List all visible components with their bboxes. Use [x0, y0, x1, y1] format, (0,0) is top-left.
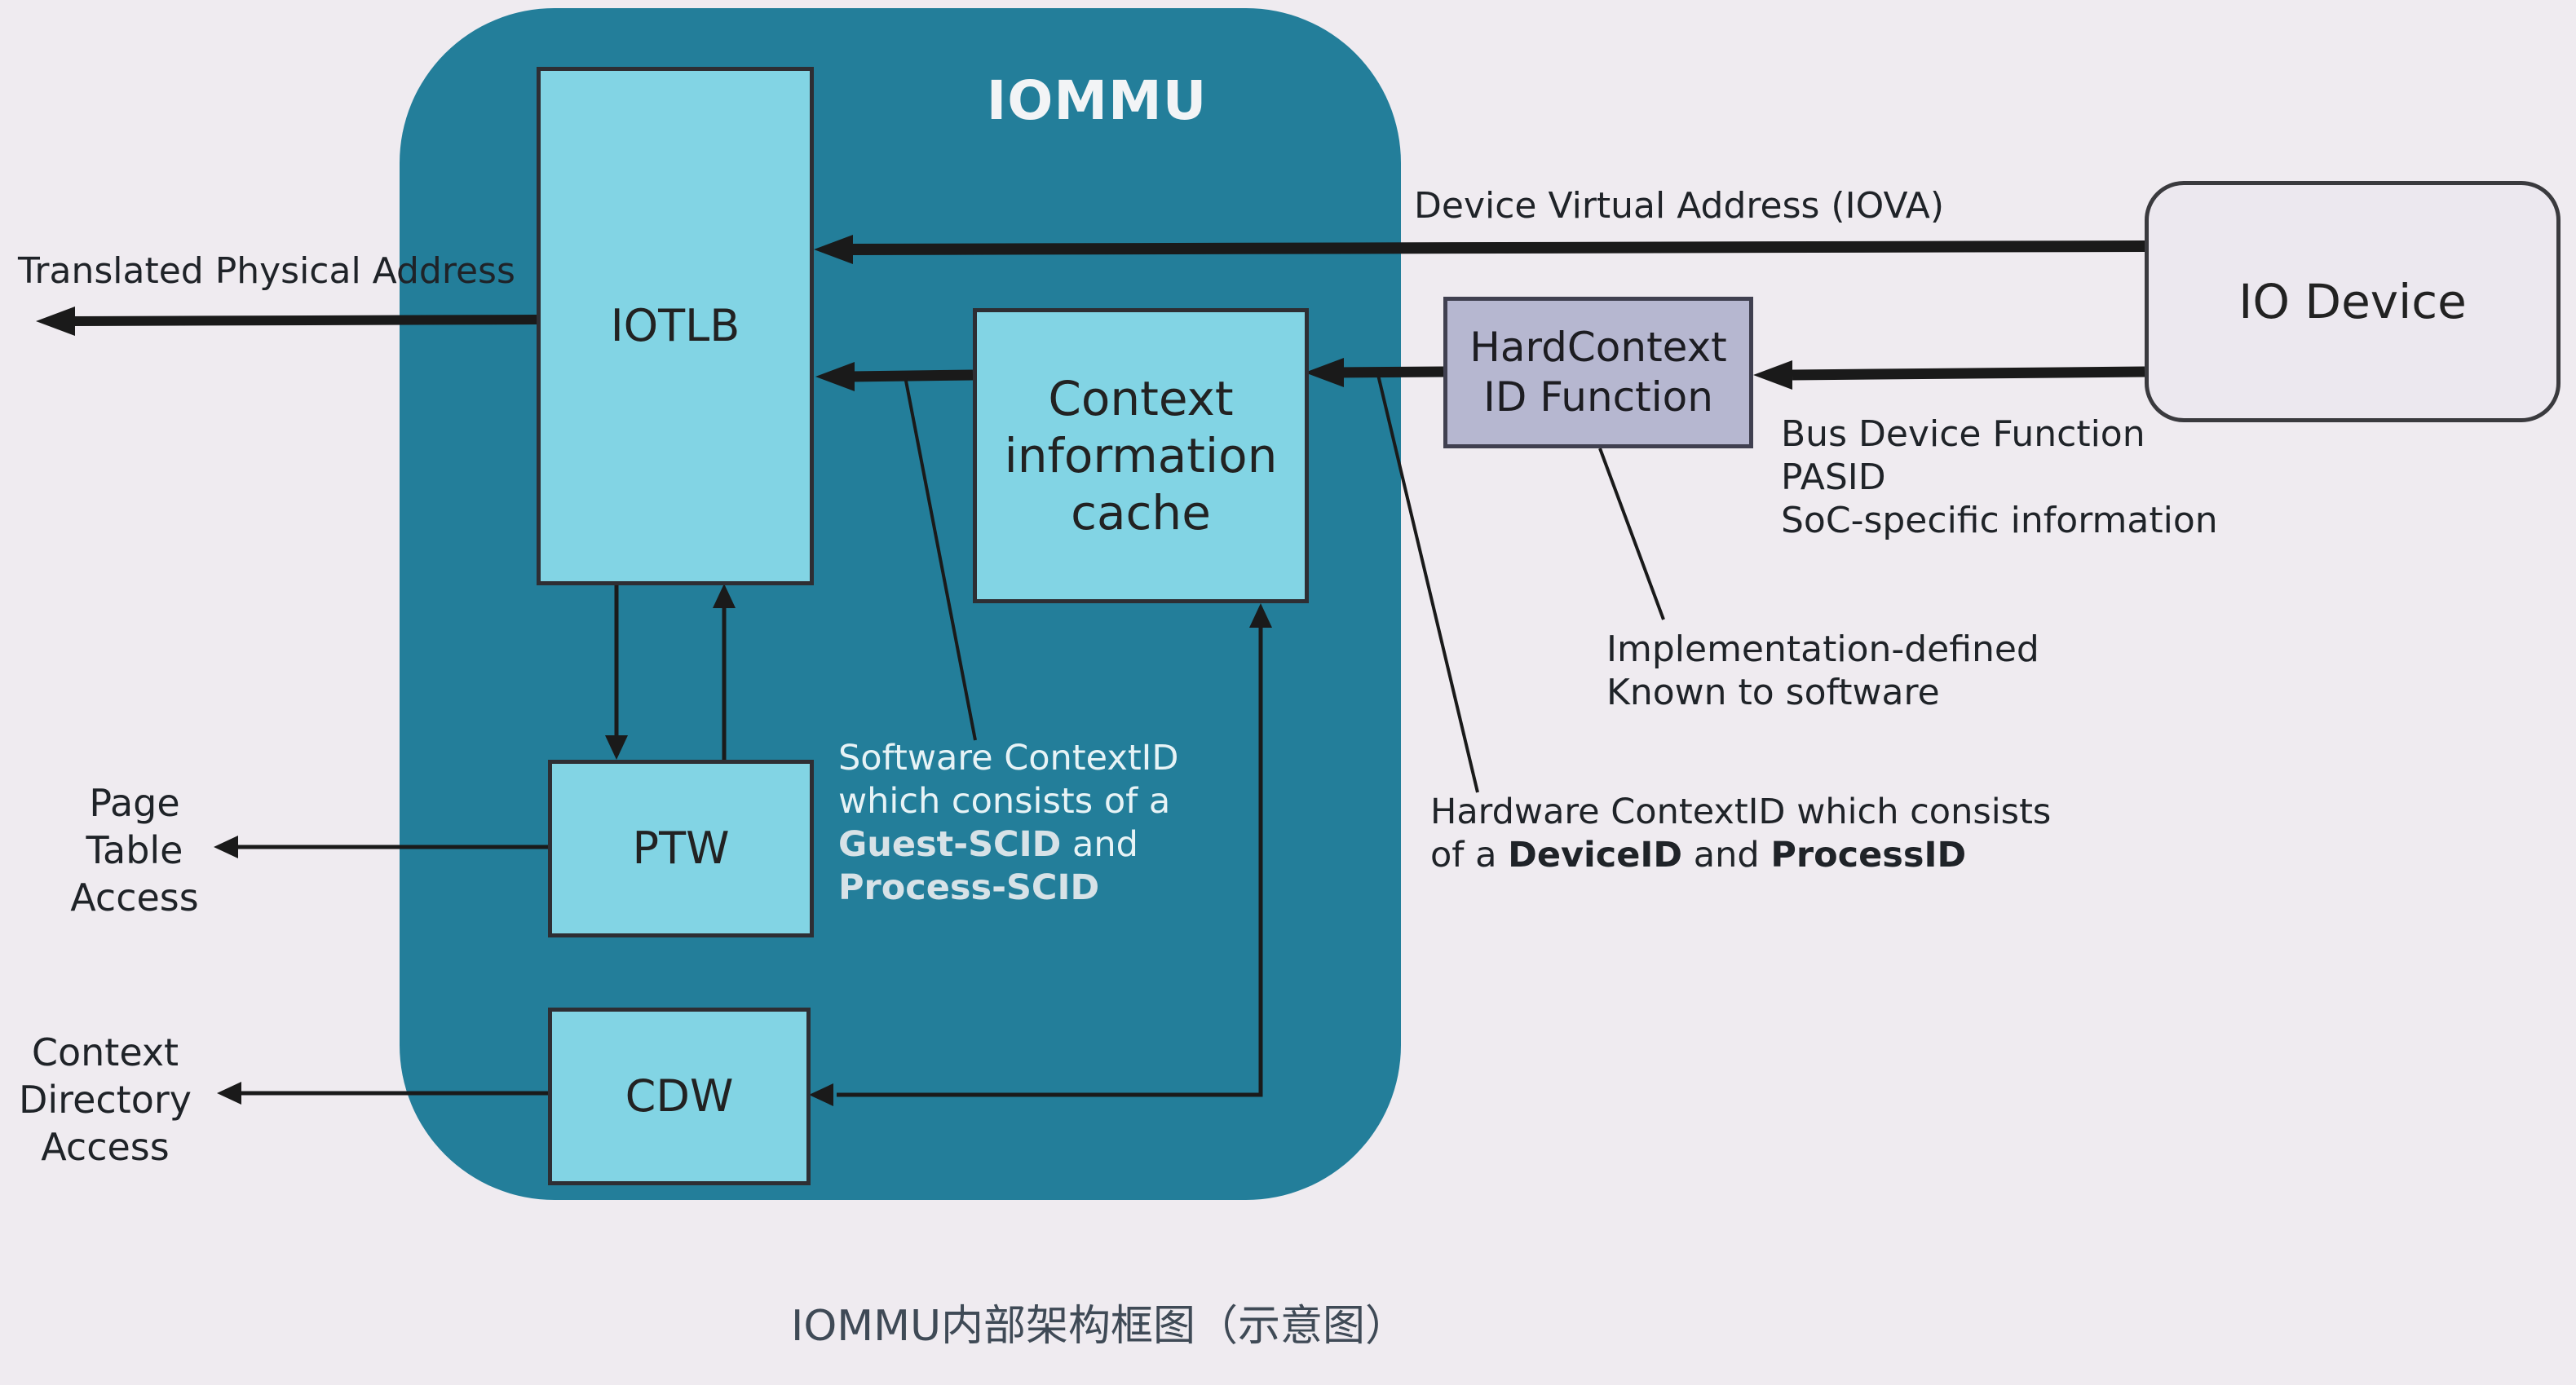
io-device-label: IO Device — [2238, 274, 2467, 329]
software-contextid-line2: which consists of a — [838, 781, 1171, 822]
software-contextid-label: Software ContextID which consists of a G… — [838, 737, 1178, 910]
hardware-contextid-line2: of a DeviceID and ProcessID — [1430, 834, 2051, 877]
context-information-cache-box: Context information cache — [973, 308, 1309, 603]
context-directory-access-arrow — [217, 1082, 548, 1105]
hardware-of-a-text: of a — [1430, 835, 1509, 876]
context-cache-label-line2: information — [1004, 428, 1278, 483]
iommu-title: IOMMU — [986, 69, 1208, 132]
hardware-and-text: and — [1682, 835, 1771, 876]
hardcontext-label-line1: HardContext — [1469, 324, 1727, 371]
software-contextid-line3: Guest-SCID and — [838, 823, 1178, 867]
page-table-access-arrow — [214, 836, 548, 858]
guest-scid-text: Guest-SCID — [838, 824, 1062, 865]
hardware-contextid-label: Hardware ContextID which consists of a D… — [1430, 791, 2051, 877]
context-directory-access-line1: Context — [31, 1030, 179, 1074]
iotlb-to-ptw-arrow — [605, 585, 628, 760]
software-and-text: and — [1061, 824, 1138, 865]
diagram-caption: IOMMU内部架构框图（示意图） — [791, 1302, 1408, 1351]
software-contextid-line4: Process-SCID — [838, 867, 1178, 910]
implementation-defined-line1: Implementation-defined — [1606, 629, 2039, 670]
context-cache-label-line3: cache — [1071, 485, 1211, 540]
context-directory-access-label: Context Directory Access — [11, 1029, 199, 1171]
ptw-box: PTW — [548, 760, 814, 937]
ptw-to-iotlb-arrow — [713, 584, 736, 760]
ptw-label: PTW — [632, 823, 730, 875]
context-to-iotlb-arrow — [815, 362, 974, 391]
implementation-defined-line2: Known to software — [1606, 672, 1940, 713]
translated-address-arrow — [36, 307, 537, 336]
iova-arrow — [814, 235, 2145, 264]
cdw-box: CDW — [548, 1008, 811, 1185]
pasid-text: PASID — [1781, 457, 1886, 498]
device-to-hardcontext-arrow — [1753, 360, 2145, 390]
implementation-defined-label: Implementation-defined Known to software — [1606, 628, 2039, 714]
iotlb-label: IOTLB — [610, 300, 740, 352]
device-virtual-address-label: Device Virtual Address (IOVA) — [1414, 185, 1944, 227]
cdw-context-loop — [809, 603, 1272, 1106]
context-cache-label-line1: Context — [1048, 371, 1234, 426]
hardware-contextid-leader — [1376, 374, 1479, 793]
context-directory-access-line2: Directory — [18, 1078, 192, 1122]
cdw-label: CDW — [625, 1070, 734, 1123]
bus-device-function-text: Bus Device Function — [1781, 413, 2145, 455]
page-table-access-line1: Page — [89, 781, 180, 825]
process-id-text: ProcessID — [1770, 835, 1967, 876]
implementation-defined-leader — [1598, 448, 1665, 620]
context-directory-access-line3: Access — [41, 1125, 170, 1169]
translated-physical-address-label: Translated Physical Address — [18, 250, 515, 292]
hardcontext-to-context-arrow — [1305, 358, 1444, 387]
bus-info-label: Bus Device Function PASID SoC-specific i… — [1781, 412, 2218, 542]
iotlb-box: IOTLB — [537, 67, 814, 585]
page-table-access-line3: Access — [70, 876, 199, 920]
hardcontext-id-function-box: HardContext ID Function — [1443, 297, 1753, 448]
page-table-access-label: Page Table Access — [49, 779, 220, 921]
device-id-text: DeviceID — [1508, 835, 1683, 876]
io-device-box: IO Device — [2145, 181, 2561, 422]
software-contextid-leader — [904, 376, 977, 741]
software-contextid-line1: Software ContextID — [838, 738, 1179, 779]
hardware-contextid-line1: Hardware ContextID which consists — [1430, 792, 2052, 832]
page-table-access-line2: Table — [86, 828, 183, 872]
process-scid-text: Process-SCID — [838, 867, 1100, 908]
hardcontext-label-line2: ID Function — [1483, 373, 1713, 421]
soc-specific-text: SoC-specific information — [1781, 500, 2218, 541]
